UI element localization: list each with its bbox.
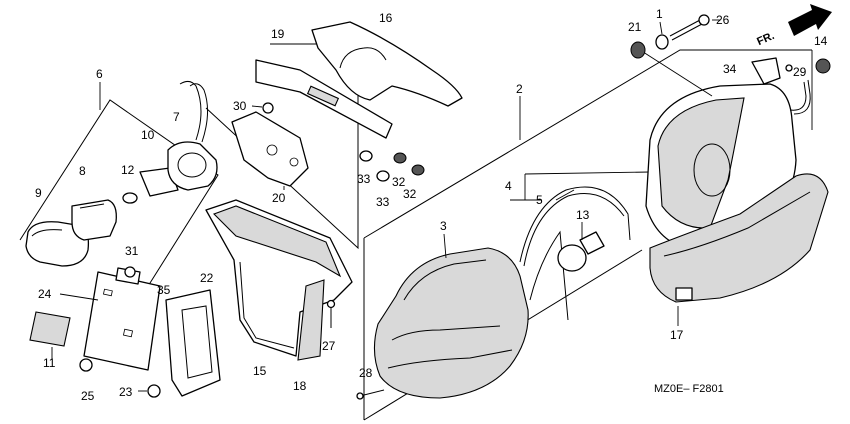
callout-6: 6 xyxy=(96,67,103,81)
callout-5: 5 xyxy=(536,193,543,207)
callout-24: 24 xyxy=(38,287,52,301)
callout-20: 20 xyxy=(272,191,286,205)
bolt-23 xyxy=(147,384,161,398)
fender-garnish xyxy=(297,279,325,361)
callout-32b: 32 xyxy=(403,187,417,201)
screw-29 xyxy=(785,64,793,72)
callout-9: 9 xyxy=(35,186,42,200)
housing-gasket xyxy=(649,173,829,303)
grommet-32a xyxy=(393,152,407,164)
callout-3: 3 xyxy=(440,219,447,233)
license-lamp-cover xyxy=(71,199,117,241)
bolt-30 xyxy=(262,102,274,114)
callout-34: 34 xyxy=(723,62,737,76)
callout-11: 11 xyxy=(43,356,56,370)
callout-2: 2 xyxy=(516,82,523,96)
grommet-33b xyxy=(376,170,390,182)
callout-8: 8 xyxy=(79,164,86,178)
callout-30: 30 xyxy=(233,99,247,113)
tail-bulb xyxy=(557,244,587,272)
callout-12: 12 xyxy=(121,163,135,177)
direction-label: FR. xyxy=(755,30,776,48)
callout-labels: 1 2 3 4 5 6 7 8 9 10 11 12 13 14 15 16 1… xyxy=(35,7,828,403)
callout-15: 15 xyxy=(253,364,267,378)
callout-17: 17 xyxy=(670,328,684,342)
fender-assembly xyxy=(205,21,463,361)
grommet-21 xyxy=(630,41,646,59)
screw-25 xyxy=(79,358,93,372)
license-bracket-group xyxy=(29,266,221,398)
callout-19: 19 xyxy=(271,27,285,41)
callout-21: 21 xyxy=(628,20,642,34)
callout-26: 26 xyxy=(716,13,730,27)
mudguard-bracket xyxy=(165,289,221,397)
callout-31: 31 xyxy=(125,244,139,258)
callout-13: 13 xyxy=(576,208,590,222)
lamp-housing xyxy=(167,141,218,191)
callout-32a: 32 xyxy=(392,175,406,189)
taillight-housing-group xyxy=(519,14,831,326)
callout-10: 10 xyxy=(141,128,155,142)
collar-1 xyxy=(655,34,669,50)
grommet-32b xyxy=(411,164,425,176)
callout-29: 29 xyxy=(793,65,807,79)
taillight-lens-group xyxy=(356,49,812,421)
reflector xyxy=(29,311,71,347)
callout-22: 22 xyxy=(200,271,214,285)
callout-18: 18 xyxy=(293,379,307,393)
callout-25: 25 xyxy=(81,389,95,403)
callout-16: 16 xyxy=(379,11,393,25)
license-lamp-lens xyxy=(25,221,90,267)
license-bracket xyxy=(83,271,161,371)
diagram-code: MZ0E– F2801 xyxy=(654,383,724,395)
callout-4: 4 xyxy=(505,179,512,193)
callout-33b: 33 xyxy=(376,195,390,209)
rear-cover xyxy=(311,21,463,107)
wire-clamp xyxy=(751,57,781,85)
callout-27: 27 xyxy=(322,339,336,353)
callout-23: 23 xyxy=(119,385,133,399)
taillight-lens xyxy=(373,247,529,399)
callout-33a: 33 xyxy=(357,172,371,186)
callout-35: 35 xyxy=(157,283,171,297)
bolt-26 xyxy=(669,19,701,37)
seal-bulb-group xyxy=(510,171,651,321)
lens-seal xyxy=(519,186,631,263)
grommet-14 xyxy=(815,58,831,74)
callout-1: 1 xyxy=(656,7,663,21)
callout-7: 7 xyxy=(173,110,180,124)
grommet-33a xyxy=(359,150,373,162)
socket-bulb xyxy=(122,192,138,204)
license-lamp-assembly xyxy=(19,80,219,319)
callout-14: 14 xyxy=(814,34,828,48)
screw-28 xyxy=(359,389,385,397)
nut-31 xyxy=(124,266,136,278)
callout-28: 28 xyxy=(359,366,373,380)
gasket-tab xyxy=(675,287,693,301)
